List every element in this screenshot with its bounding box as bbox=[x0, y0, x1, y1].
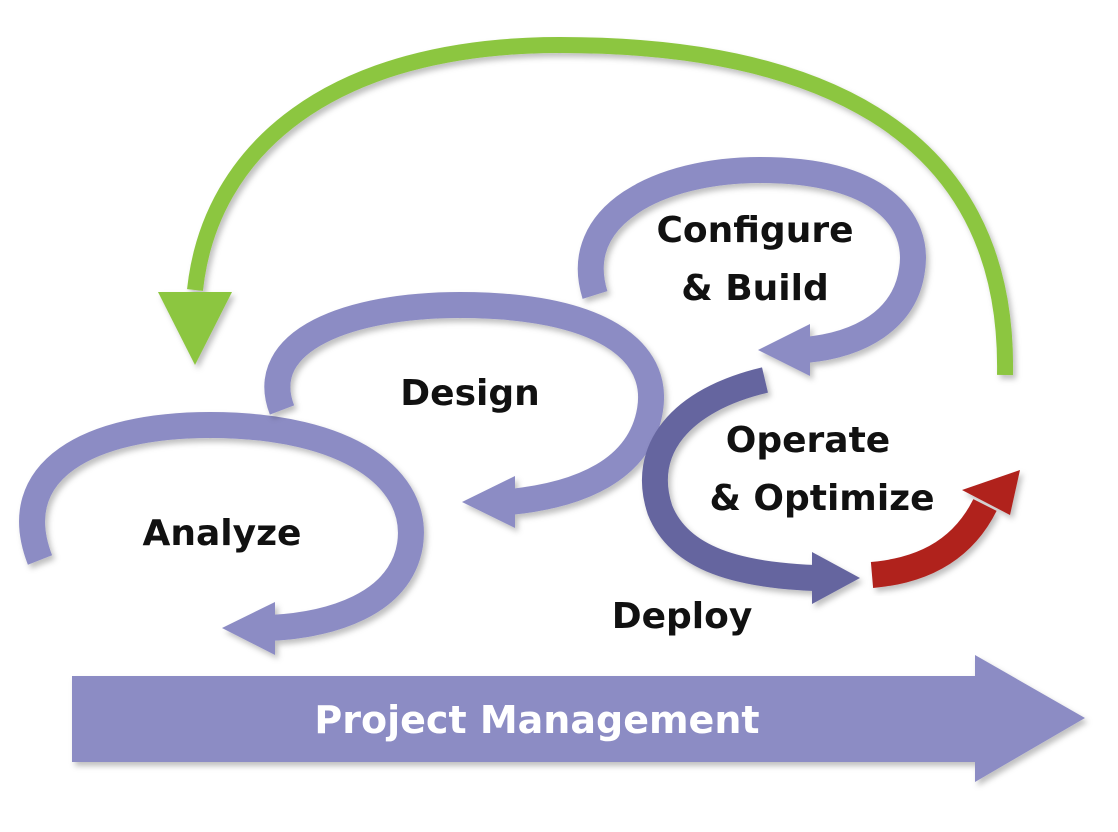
analyze-label: Analyze bbox=[143, 513, 302, 554]
optimize-arrow bbox=[870, 470, 1020, 588]
deploy-label: Deploy bbox=[612, 596, 753, 637]
deploy-arrow bbox=[642, 367, 860, 604]
configure-label-line2: & Build bbox=[681, 268, 828, 309]
configure-label-line1: Configure bbox=[656, 210, 853, 251]
design-loop-arrow bbox=[264, 291, 665, 528]
design-label: Design bbox=[400, 373, 539, 414]
cycle-back-arrow bbox=[158, 36, 1014, 376]
analyze-loop-arrow bbox=[19, 411, 424, 655]
operate-label-line2: & Optimize bbox=[709, 478, 934, 519]
project-management-arrow bbox=[72, 655, 1085, 782]
operate-label-line1: Operate bbox=[726, 420, 890, 461]
project-management-label: Project Management bbox=[314, 698, 759, 742]
configure-loop-arrow bbox=[577, 156, 926, 376]
